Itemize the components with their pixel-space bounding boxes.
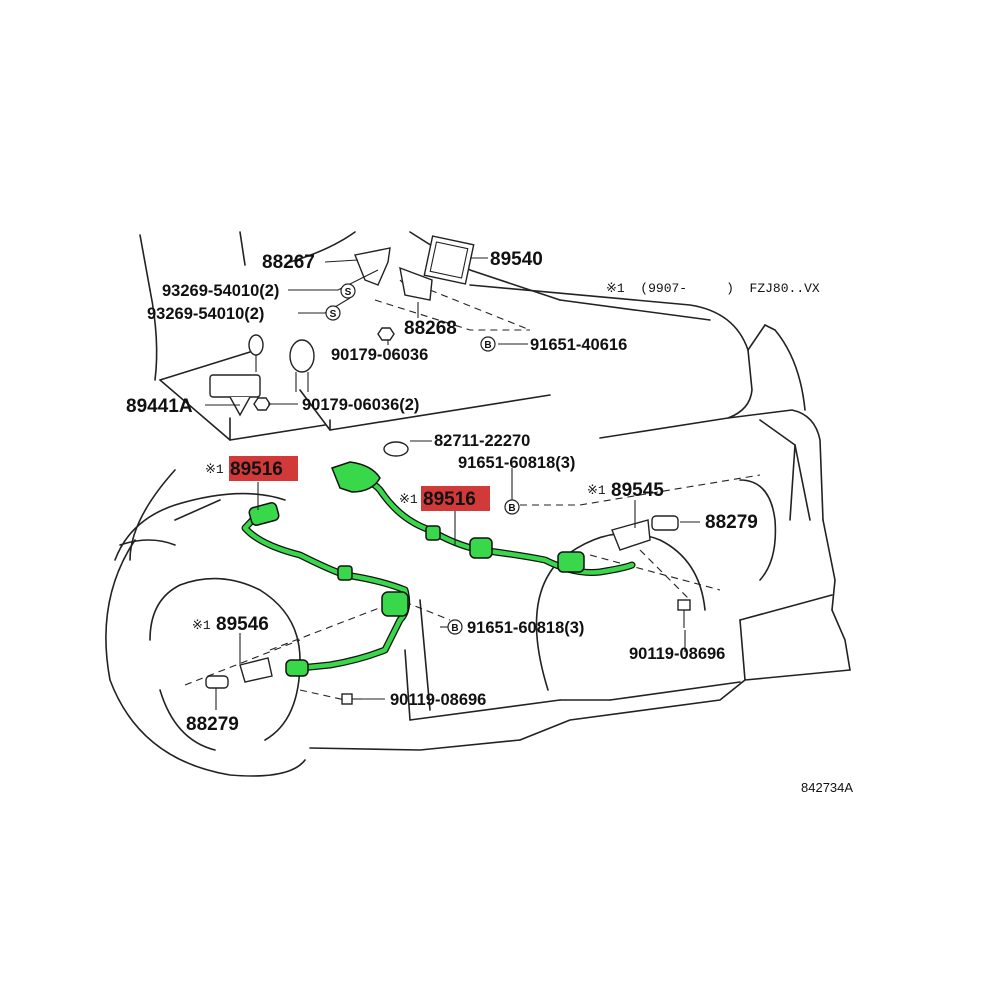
- asterisk-89516-right: ※1: [399, 492, 418, 507]
- label-89516-left: 89516: [230, 459, 283, 480]
- label-88279-left: 88279: [186, 714, 239, 735]
- label-88268: 88268: [404, 318, 457, 339]
- speed-sensor-89546-part: [205, 657, 273, 689]
- callout-labels: 88267 89540 93269-54010(2) 93269-54010(2…: [126, 249, 758, 735]
- sensor-89441a-part: [209, 334, 315, 417]
- badge-b-60818-top: B: [504, 499, 520, 515]
- asterisk-89546: ※1: [192, 618, 211, 633]
- badge-s-lower: S: [325, 305, 341, 321]
- clamp-82711-part: [383, 441, 409, 457]
- nut-90179-lower-part: [253, 397, 271, 411]
- variant-note: ※1 (9907- ) FZJ80..VX: [606, 281, 820, 296]
- label-91651-40616: 91651-40616: [530, 336, 627, 354]
- dashed-guide-lines: [184, 279, 761, 701]
- speed-sensor-89545-part: [611, 515, 679, 551]
- asterisk-89516-left: ※1: [205, 462, 224, 477]
- nut-90179-part: [377, 327, 395, 341]
- label-88279-right: 88279: [705, 512, 758, 533]
- label-93269-b: 93269-54010(2): [147, 305, 264, 323]
- figure-id: 842734A: [801, 780, 853, 795]
- ecu-89540-part: [423, 235, 475, 285]
- badge-s-upper: S: [340, 283, 356, 299]
- label-89516-right: 89516: [423, 489, 476, 510]
- label-89441a: 89441A: [126, 396, 193, 417]
- label-90119-right: 90119-08696: [629, 645, 725, 663]
- label-91651-60818-mid: 91651-60818(3): [467, 619, 584, 637]
- label-93269-a: 93269-54010(2): [162, 282, 279, 300]
- svg-text:B: B: [451, 623, 458, 634]
- badge-b-40616: B: [480, 336, 496, 352]
- label-90179-a: 90179-06036: [331, 346, 428, 364]
- label-82711: 82711-22270: [434, 432, 530, 450]
- vehicle-body-outline: [105, 231, 851, 777]
- label-90179-b: 90179-06036(2): [302, 396, 419, 414]
- label-89545: 89545: [611, 480, 664, 501]
- bracket-88267-part: [354, 247, 391, 286]
- asterisk-marks: ※1 ※1 ※1 ※1: [192, 462, 606, 633]
- asterisk-89545: ※1: [587, 483, 606, 498]
- label-91651-60818-top: 91651-60818(3): [458, 454, 575, 472]
- svg-text:B: B: [484, 340, 491, 351]
- bolt-90119-right-part: [677, 599, 691, 628]
- label-89540: 89540: [490, 249, 543, 270]
- bracket-88268-part: [399, 266, 433, 301]
- highlight-89516-right: [421, 486, 490, 511]
- bolt-90119-left-part: [341, 693, 362, 705]
- harness-89516-left: [241, 502, 411, 677]
- label-90119-left: 90119-08696: [390, 691, 486, 709]
- highlight-89516-left: [229, 456, 298, 481]
- parts-group: [205, 235, 691, 705]
- badge-b-60818-mid: B: [447, 619, 463, 635]
- label-88267: 88267: [262, 252, 315, 273]
- harness-89516-right: [331, 461, 636, 576]
- label-89546: 89546: [216, 614, 269, 635]
- callout-lead-lines: [205, 257, 700, 710]
- svg-text:S: S: [330, 309, 337, 320]
- svg-text:B: B: [508, 503, 515, 514]
- svg-text:S: S: [345, 287, 352, 298]
